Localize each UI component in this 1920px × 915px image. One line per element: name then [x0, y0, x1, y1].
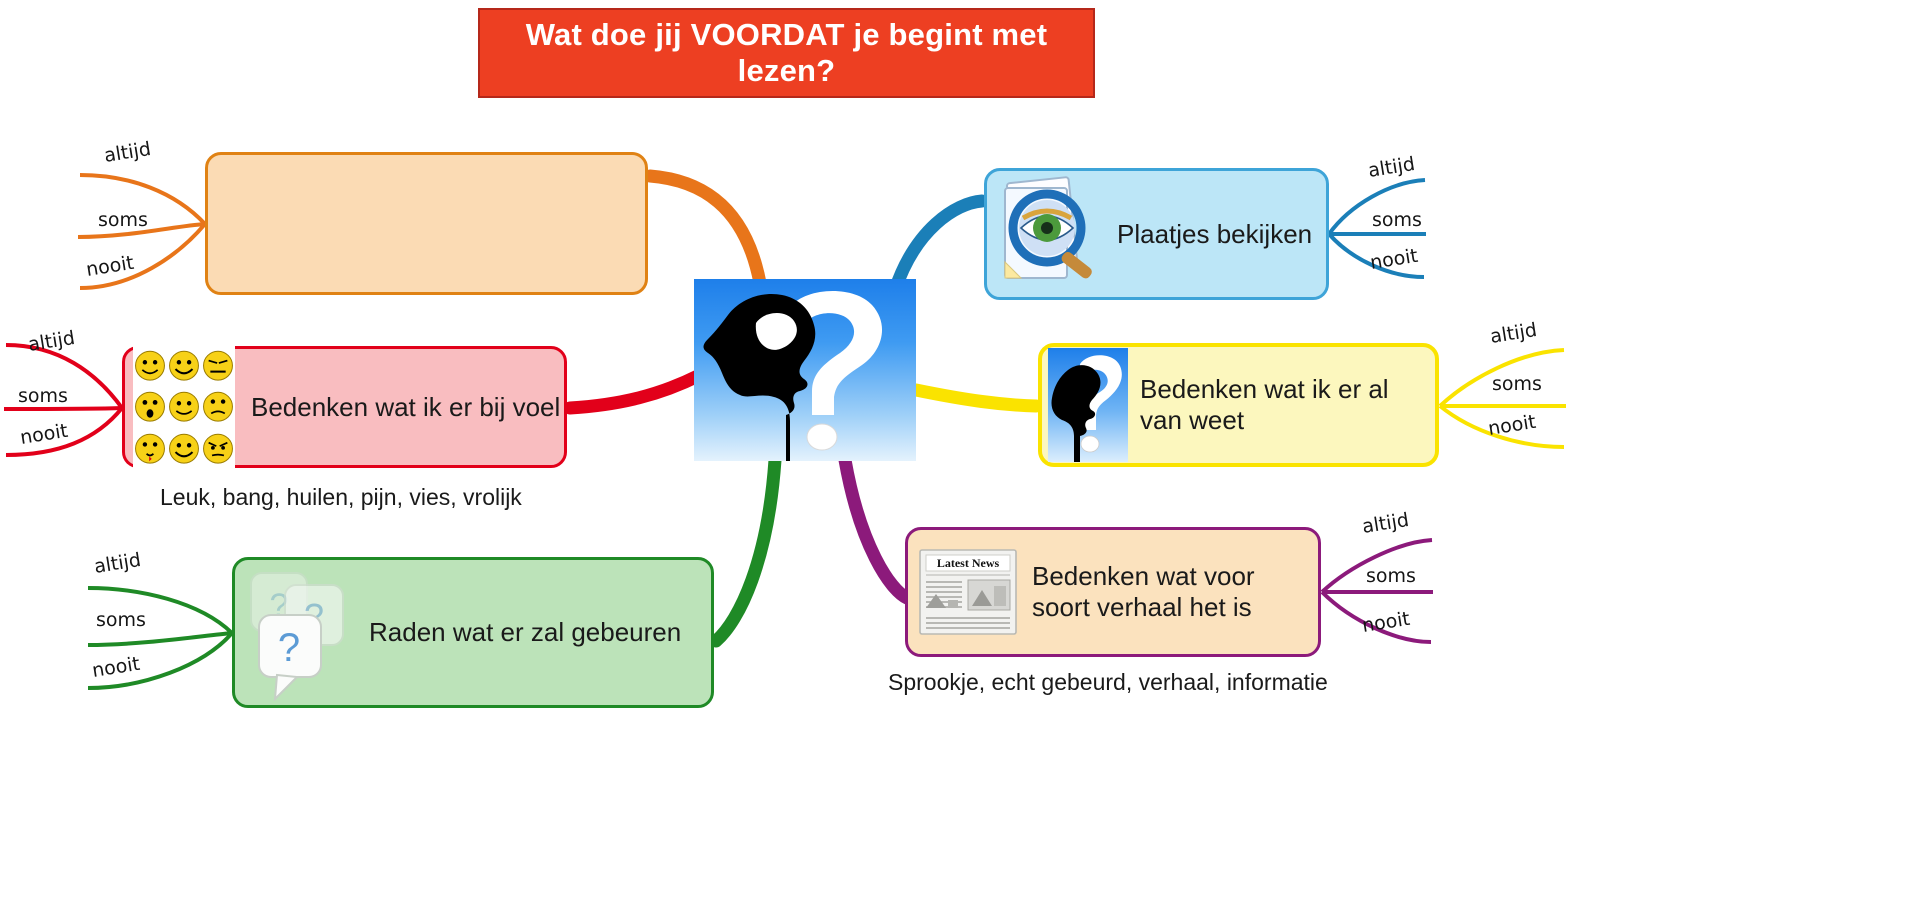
rating-label-texttype-altijd[interactable]: altijd [1360, 508, 1411, 538]
branch-box-texttype[interactable]: Latest News Bedenken wat voor soort verh… [905, 527, 1321, 657]
rating-label-feelings-altijd[interactable]: altijd [26, 326, 77, 356]
magnifier-eye-document-icon [995, 174, 1107, 294]
rating-label-texttype-soms[interactable]: soms [1366, 565, 1416, 587]
branch-box-feelings[interactable]: Bedenken wat ik er bij voel [122, 345, 567, 469]
branch-label-priorknowledge: Bedenken wat ik er al van weet [1140, 374, 1389, 435]
thinking-head-question-mark-icon [703, 290, 883, 461]
branch-caption-feelings: Leuk, bang, huilen, pijn, vies, vrolijk [160, 484, 522, 510]
rating-label-feelings-nooit[interactable]: nooit [18, 419, 70, 449]
rating-label-prior-soms[interactable]: soms [1492, 373, 1542, 395]
page-title: Wat doe jij VOORDAT je begint met lezen? [478, 8, 1095, 98]
rating-label-pictures-altijd[interactable]: altijd [1366, 152, 1417, 182]
thinking-head-question-mark-icon [1048, 348, 1128, 462]
branch-box-predict[interactable]: ? ? ? Raden wat er zal gebeuren [232, 557, 714, 708]
svg-text:?: ? [278, 626, 300, 670]
newspaper-latest-news-icon: Latest News [916, 546, 1020, 638]
smiley-faces-grid-icon [133, 345, 235, 469]
branch-box-empty[interactable] [205, 152, 648, 295]
branch-label-texttype: Bedenken wat voor soort verhaal het is [1032, 561, 1255, 622]
branch-caption-texttype: Sprookje, echt gebeurd, verhaal, informa… [888, 669, 1328, 695]
page-title-text: Wat doe jij VOORDAT je begint met lezen? [525, 17, 1048, 88]
speech-bubbles-question-icon: ? ? ? [245, 565, 357, 702]
newspaper-headline-text: Latest News [937, 556, 1000, 570]
rating-label-orange-soms[interactable]: soms [98, 209, 148, 231]
central-node-thinking-head-icon [694, 279, 916, 461]
rating-label-prior-nooit[interactable]: nooit [1486, 410, 1538, 440]
rating-label-predict-soms[interactable]: soms [96, 609, 146, 631]
branch-label-feelings: Bedenken wat ik er bij voel [251, 391, 561, 422]
rating-label-texttype-nooit[interactable]: nooit [1360, 607, 1412, 637]
rating-label-orange-altijd[interactable]: altijd [102, 137, 153, 167]
rating-label-pictures-nooit[interactable]: nooit [1368, 244, 1420, 274]
rating-label-pictures-soms[interactable]: soms [1372, 209, 1422, 231]
branch-label-pictures: Plaatjes bekijken [1117, 218, 1313, 249]
rating-label-orange-nooit[interactable]: nooit [84, 251, 136, 281]
branch-label-predict: Raden wat er zal gebeuren [369, 617, 682, 648]
rating-label-prior-altijd[interactable]: altijd [1488, 318, 1539, 348]
rating-label-feelings-soms[interactable]: soms [18, 385, 68, 407]
branch-box-priorknowledge[interactable]: Bedenken wat ik er al van weet [1038, 343, 1439, 467]
branch-box-pictures[interactable]: Plaatjes bekijken [984, 168, 1329, 300]
rating-label-predict-altijd[interactable]: altijd [92, 548, 143, 578]
rating-label-predict-nooit[interactable]: nooit [90, 652, 142, 682]
